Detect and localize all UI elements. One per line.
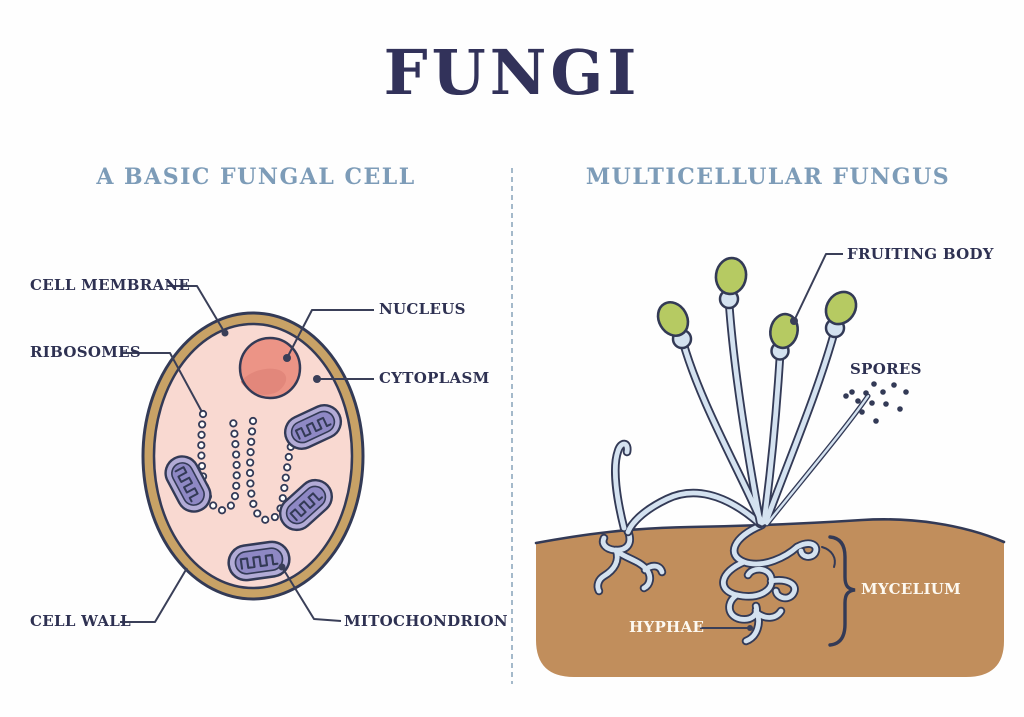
fruiting-bodies xyxy=(656,256,858,361)
label-fruiting-body: FRUITING BODY xyxy=(847,245,994,263)
soil xyxy=(536,519,1004,677)
panel-divider xyxy=(511,168,513,684)
soil-crease xyxy=(821,546,836,568)
nucleus-shape xyxy=(237,336,302,400)
fruiting-body-shape xyxy=(656,301,690,337)
fruiting-body-shape xyxy=(714,256,748,296)
label-mitochondrion: MITOCHONDRION xyxy=(344,612,508,630)
label-mycelium: MYCELIUM xyxy=(861,580,962,598)
label-ribosomes: RIBOSOMES xyxy=(30,343,141,361)
fruiting-body-shape xyxy=(824,290,858,326)
fungus-illustration xyxy=(534,253,1006,677)
label-cell-wall: CELL WALL xyxy=(30,612,132,630)
fungal-cell-illustration xyxy=(120,285,374,623)
mycelium-brace xyxy=(828,535,856,647)
label-spores: SPORES xyxy=(850,360,922,378)
label-nucleus: NUCLEUS xyxy=(379,300,466,318)
left-callout-lines xyxy=(120,285,374,623)
right-callout-lines xyxy=(700,253,843,631)
right-panel-heading: MULTICELLULAR FUNGUS xyxy=(585,164,951,190)
label-cytoplasm: CYTOPLASM xyxy=(379,369,490,387)
label-hyphae: HYPHAE xyxy=(629,618,705,636)
spore-dots xyxy=(843,381,909,424)
left-panel-heading: A BASIC FUNGAL CELL xyxy=(96,164,416,190)
page-title: FUNGI xyxy=(383,36,641,109)
soil-surface-line xyxy=(534,518,1006,545)
label-cell-membrane: CELL MEMBRANE xyxy=(30,276,191,294)
